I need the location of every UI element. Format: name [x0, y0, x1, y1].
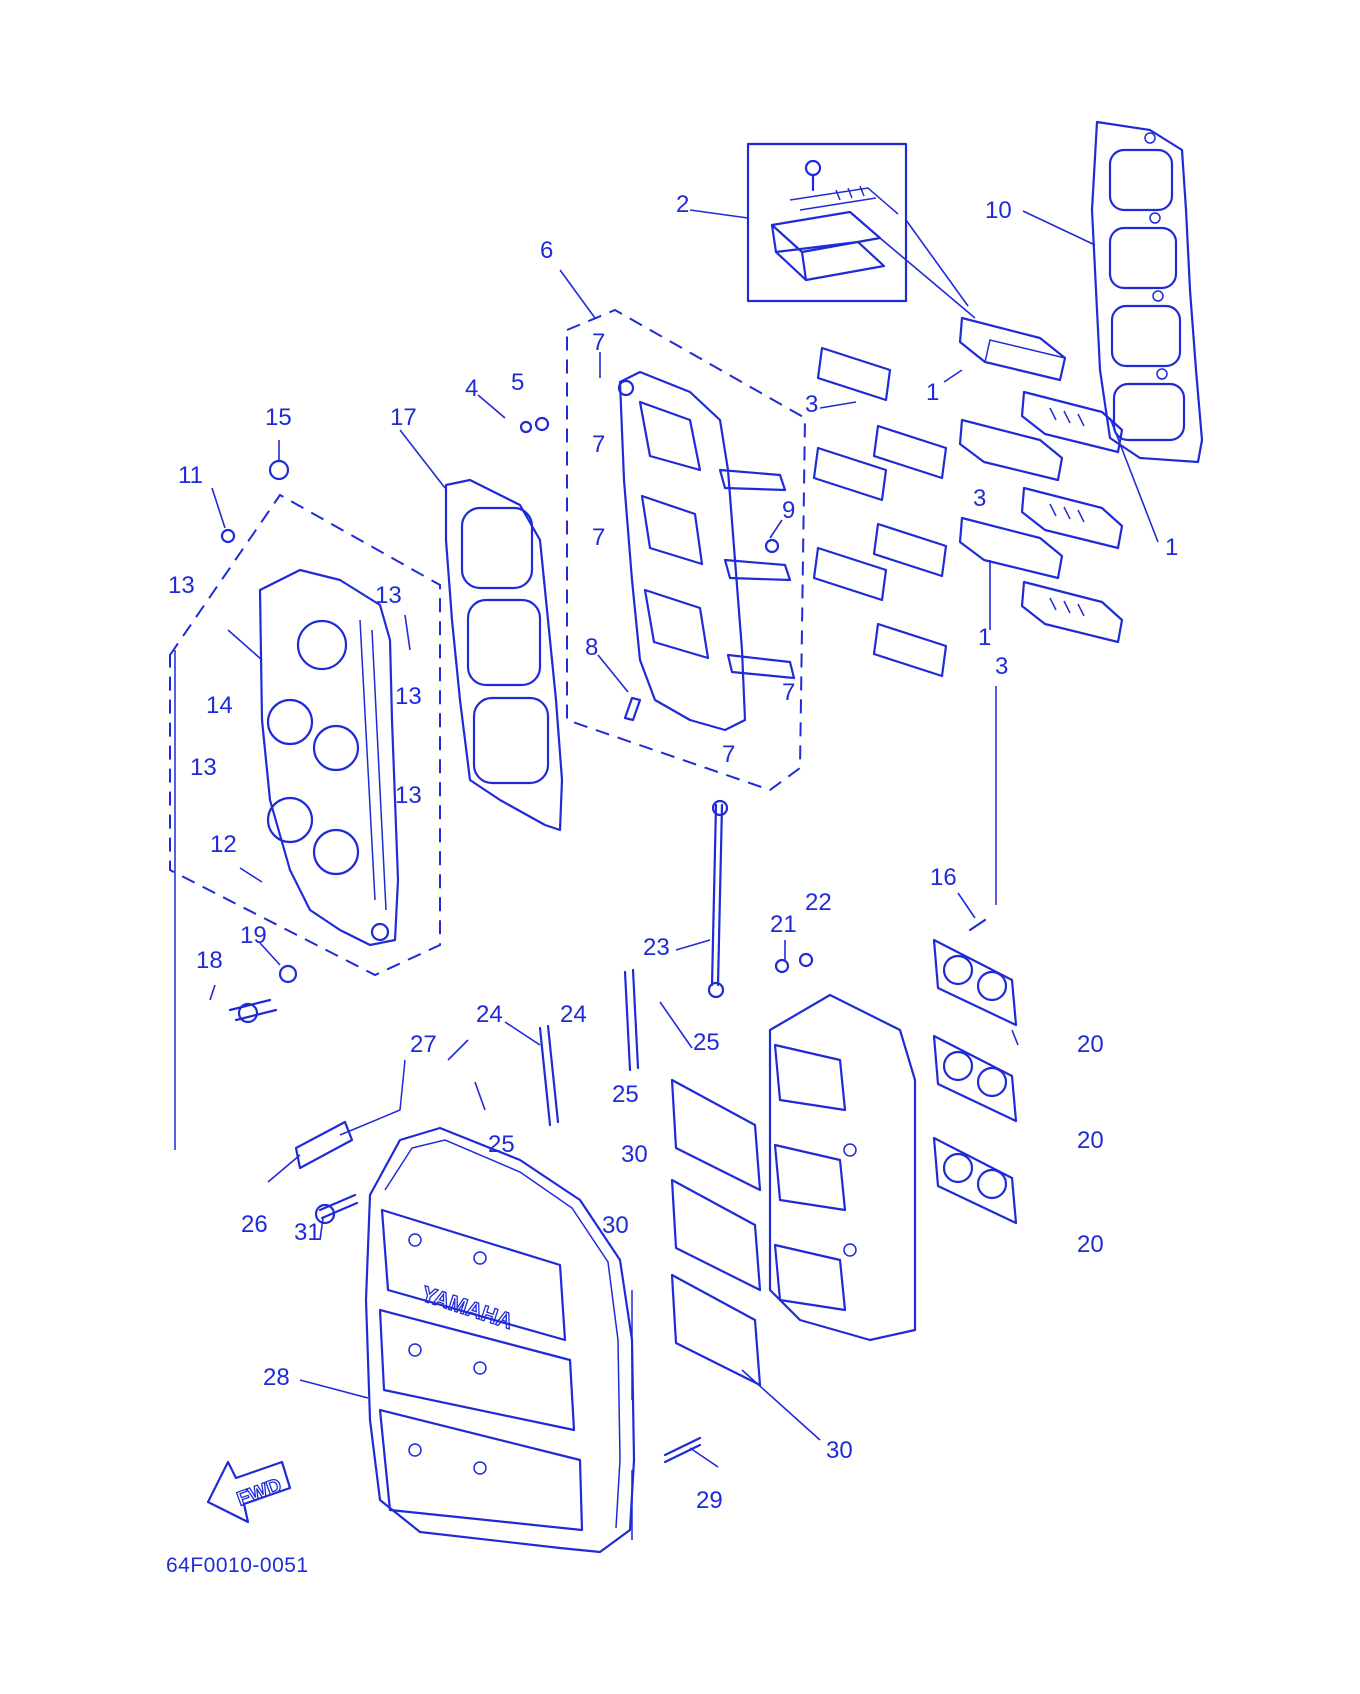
callout-label: 1	[978, 624, 991, 651]
callout-label: 1	[926, 379, 939, 406]
gaskets-20	[932, 938, 1018, 1225]
callout-label: 2	[676, 191, 689, 218]
callout-label: 16	[930, 864, 957, 891]
callout-label: 14	[206, 692, 233, 719]
callout-label: 25	[488, 1131, 515, 1158]
callout-label: 19	[240, 922, 267, 949]
callout-label: 25	[612, 1081, 639, 1108]
callout-label: 3	[973, 485, 986, 512]
callout-label: 22	[805, 889, 832, 916]
gasket-17	[444, 478, 564, 832]
callout-label: 26	[241, 1211, 268, 1238]
callout-label: 27	[410, 1031, 437, 1058]
callout-label: 12	[210, 831, 237, 858]
callout-label: 7	[782, 679, 795, 706]
reed-valve-seat-6	[618, 370, 796, 732]
callout-label: 28	[263, 1364, 290, 1391]
callout-label: 3	[995, 653, 1008, 680]
callout-label: 13	[168, 572, 195, 599]
callout-label: 23	[643, 934, 670, 961]
callout-label: 9	[782, 497, 795, 524]
callout-label: 13	[375, 582, 402, 609]
callout-label: 7	[722, 741, 735, 768]
gaskets-30	[670, 1078, 762, 1387]
callout-label: 13	[190, 754, 217, 781]
callout-label: 24	[476, 1001, 503, 1028]
callout-labels: 1 1 1 2 3 3 3 4 5 6 7 7 7 7 7 8 9 10 11 …	[168, 191, 1178, 1514]
callout-label: 5	[511, 369, 524, 396]
callout-label: 7	[592, 524, 605, 551]
leader-lines	[174, 209, 1159, 1468]
gasket-10	[1090, 120, 1204, 464]
callout-label: 30	[602, 1212, 629, 1239]
throttle-bodies	[768, 993, 917, 1342]
intake-manifold	[258, 568, 400, 947]
callout-label: 7	[592, 329, 605, 356]
reference-code: 64F0010-0051	[166, 1554, 309, 1577]
callout-label: 4	[465, 375, 478, 402]
silencer-cover-28	[364, 1126, 636, 1554]
callout-label: 21	[770, 911, 797, 938]
yamaha-brand-label: YAMAHA	[418, 1281, 516, 1334]
callout-label: 20	[1077, 1127, 1104, 1154]
fwd-label: FWD	[234, 1474, 284, 1510]
group-box-left	[169, 493, 441, 977]
callout-label: 11	[178, 462, 203, 489]
callout-label: 6	[540, 237, 553, 264]
callout-label: 13	[395, 782, 422, 809]
fwd-arrow-icon	[206, 1460, 292, 1524]
callout-label: 20	[1077, 1031, 1104, 1058]
small-parts	[220, 379, 987, 1464]
callout-label: 30	[826, 1437, 853, 1464]
callout-label: 7	[592, 431, 605, 458]
callout-label: 25	[693, 1029, 720, 1056]
reed-valves-1	[958, 316, 1124, 644]
callout-label: 17	[390, 404, 417, 431]
callout-label: 20	[1077, 1231, 1104, 1258]
callout-label: 29	[696, 1487, 723, 1514]
callout-label: 3	[805, 391, 818, 418]
callout-label: 31	[294, 1219, 321, 1246]
callout-label: 15	[265, 404, 292, 431]
callout-label: 30	[621, 1141, 648, 1168]
callout-label: 18	[196, 947, 223, 974]
group-box-6	[566, 308, 807, 792]
callout-label: 8	[585, 634, 598, 661]
callout-label: 13	[395, 683, 422, 710]
reed-detail-inset	[746, 142, 908, 303]
reed-gaskets-3	[812, 346, 948, 678]
callout-label: 24	[560, 1001, 587, 1028]
callout-label: 10	[985, 197, 1012, 224]
callout-label: 1	[1165, 534, 1178, 561]
